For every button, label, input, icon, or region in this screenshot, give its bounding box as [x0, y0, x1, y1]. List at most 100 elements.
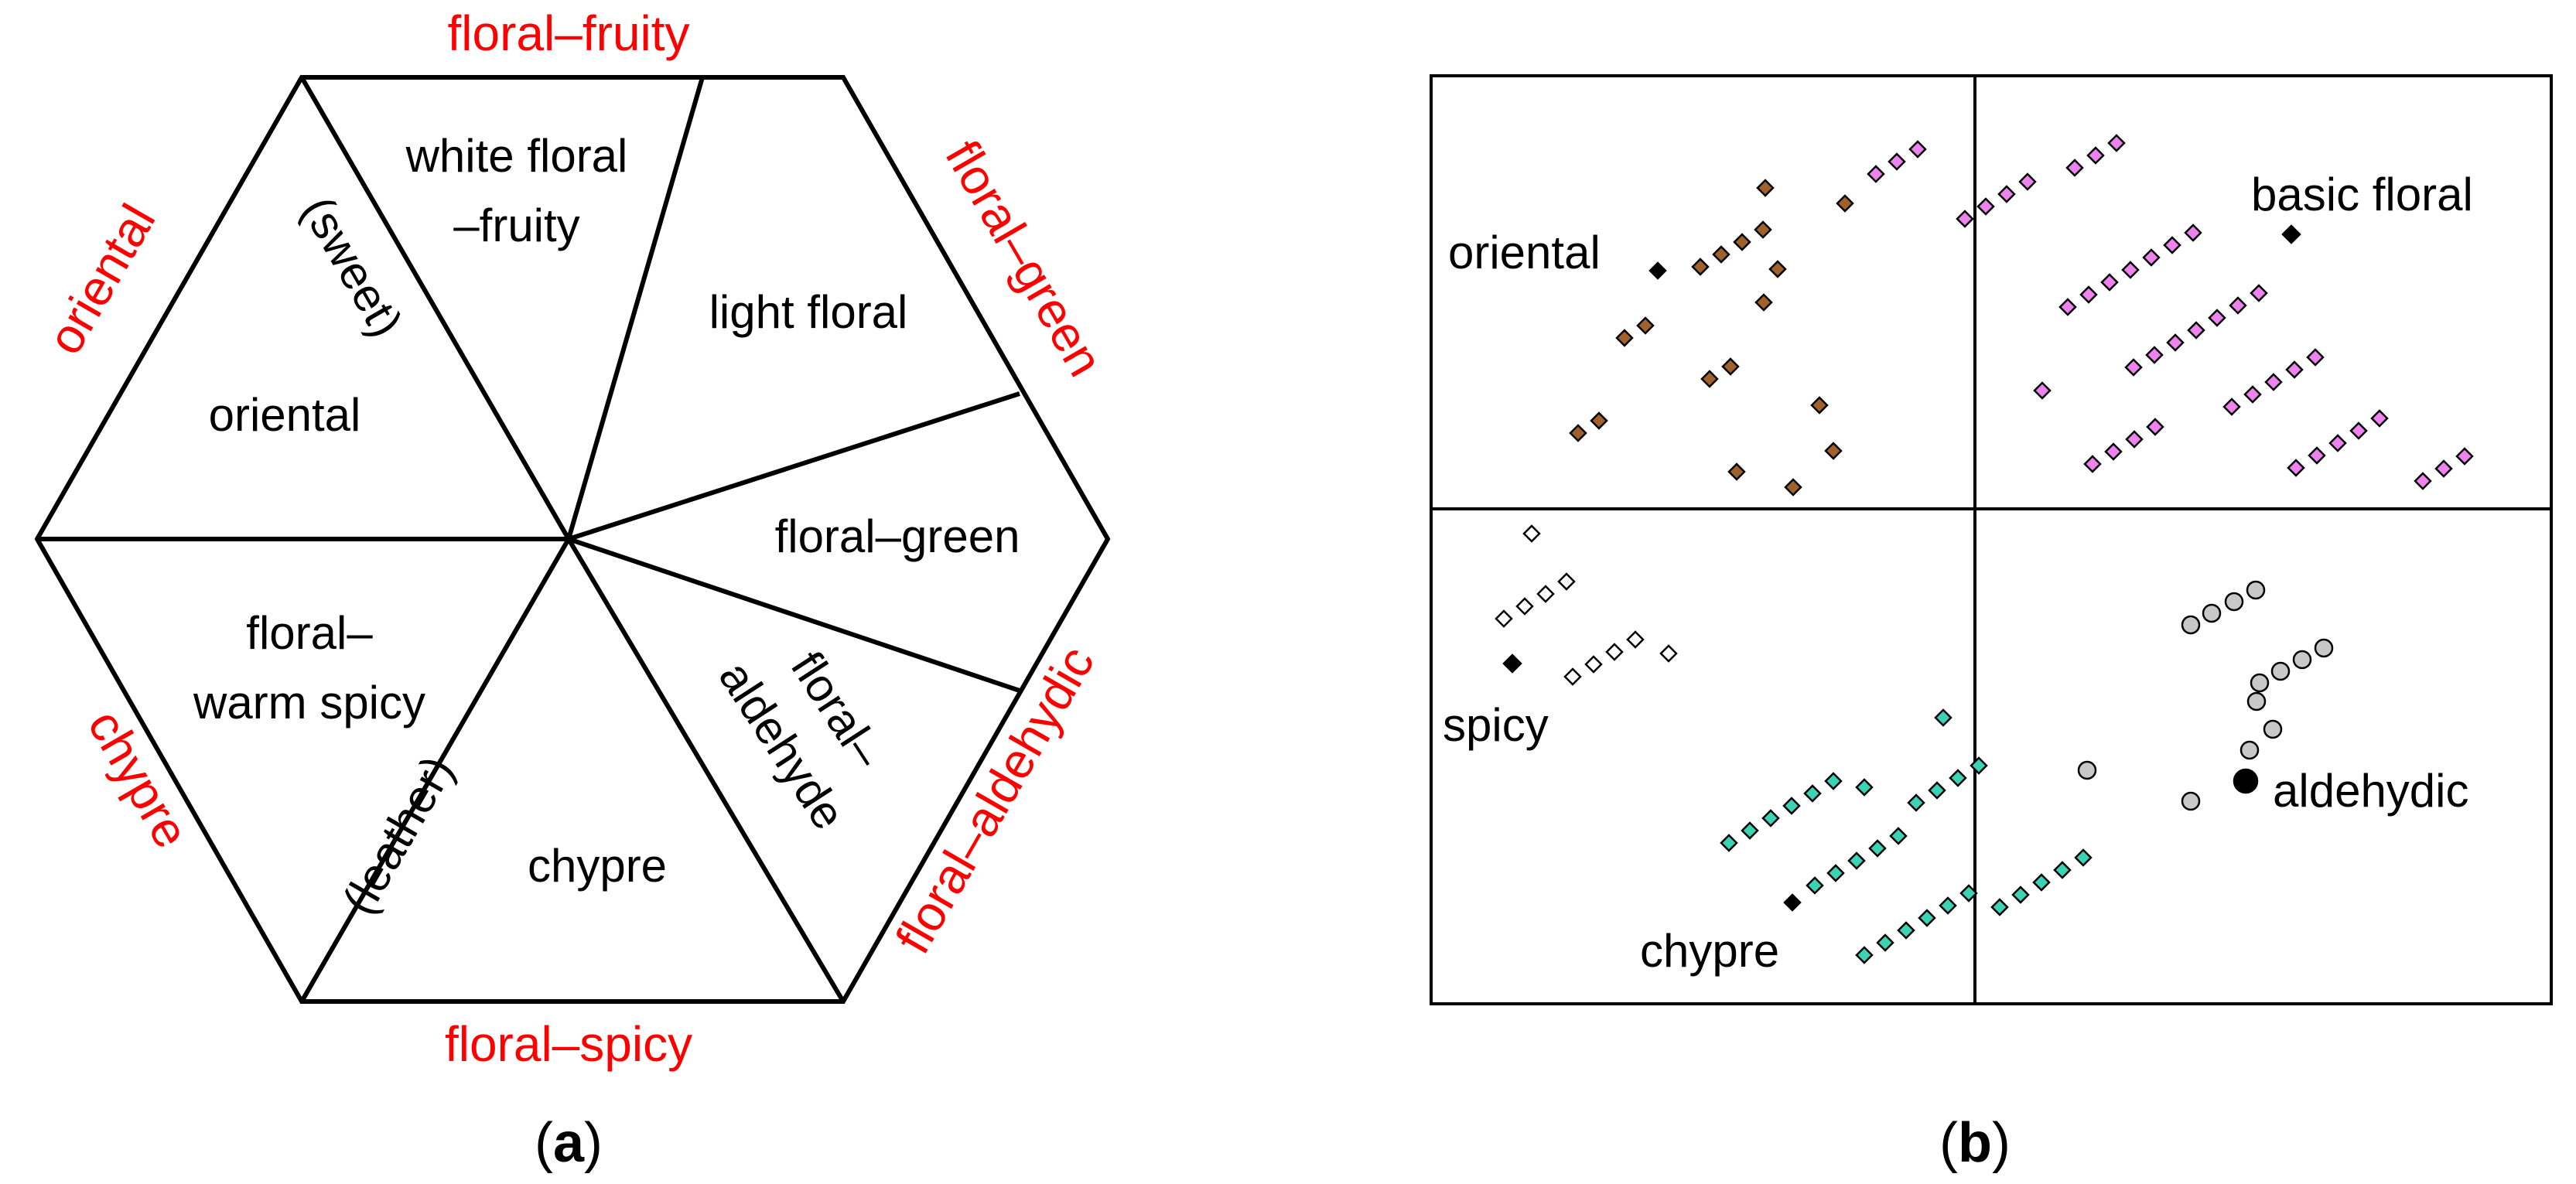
basic-floral-marker: [1908, 140, 1927, 159]
basic-floral-marker: [2285, 360, 2304, 379]
basic-floral-marker: [2142, 248, 2161, 267]
basic-floral-marker: [2434, 459, 2453, 478]
outer-label-oriental: oriental: [36, 195, 166, 363]
oriental-marker: [1590, 411, 1608, 430]
basic-floral-marker: [2086, 146, 2105, 165]
chypre-marker: [1897, 921, 1915, 940]
spicy-marker: [1522, 524, 1541, 543]
chypre-marker: [1934, 708, 1952, 727]
oriental-marker: [1636, 316, 1655, 335]
chypre-marker: [1876, 933, 1894, 952]
aldehydic-marker: [2250, 673, 2270, 693]
oriental-marker: [1824, 442, 1843, 460]
marker-layer: [1495, 134, 2474, 964]
basic-floral-marker: [1888, 152, 1906, 171]
chypre-marker: [1970, 756, 1988, 775]
spicy-marker: [1515, 597, 1534, 616]
aldehydic-marker: [2077, 760, 2097, 780]
oriental-marker: [1810, 396, 1829, 415]
chypre-marker: [1959, 884, 1978, 903]
basic-floral-marker: [2306, 348, 2325, 367]
basic-floral-marker: [2414, 472, 2432, 490]
chypre-marker: [1806, 876, 1824, 895]
spicy-marker: [1584, 655, 1603, 674]
aldehydic-marker: [2246, 691, 2267, 711]
chypre-marker: [1939, 896, 1957, 915]
aldehydic-marker: [2224, 592, 2244, 612]
oriental-marker: [1700, 370, 1719, 388]
basic-floral-marker: [2166, 333, 2185, 352]
basic-floral-marker: [1867, 165, 1885, 183]
chypre-marker: [1949, 769, 1967, 787]
scatter-map: oriental basic floral spicy chypre aldeh…: [1430, 74, 2553, 1174]
chypre-marker: [1855, 946, 1874, 964]
divider-line: [566, 77, 705, 540]
basic-floral-marker: [2208, 309, 2226, 327]
basic-floral-centroid: [2281, 224, 2301, 244]
spicy-centroid: [1502, 653, 1522, 674]
panel-a-caption: (a): [535, 1112, 603, 1174]
basic-floral-marker: [2065, 159, 2084, 177]
chypre-marker: [1761, 809, 1780, 827]
chypre-marker: [1782, 797, 1801, 815]
outer-label-floral-fruity: floral–fruity: [448, 5, 690, 61]
outer-label-floral-aldehydic: floral–aldehydic: [885, 636, 1105, 962]
chypre-marker: [1847, 851, 1866, 870]
spicy-marker: [1605, 643, 1624, 661]
map-frame: [1430, 74, 2553, 1005]
oriental-marker: [1727, 462, 1746, 481]
basic-floral-marker: [2328, 434, 2347, 452]
basic-floral-marker: [2146, 418, 2164, 436]
basic-floral-marker: [2018, 172, 2037, 191]
divider-line: [568, 537, 1020, 693]
basic-floral-marker: [2058, 298, 2077, 316]
category-label-spicy: spicy: [1443, 699, 1549, 751]
basic-floral-marker: [1956, 210, 1974, 228]
oriental-marker: [1569, 424, 1587, 442]
basic-floral-marker: [2121, 261, 2140, 279]
aldehydic-marker: [2314, 638, 2334, 658]
oriental-marker: [1836, 194, 1854, 213]
chypre-marker: [1928, 781, 1946, 800]
basic-floral-marker: [2083, 455, 2102, 473]
chypre-marker: [1720, 834, 1738, 852]
oriental-marker: [1754, 220, 1772, 239]
basic-floral-marker: [2187, 321, 2205, 340]
oriental-marker: [1784, 478, 1802, 496]
basic-floral-marker: [1997, 185, 2016, 203]
spicy-marker: [1626, 630, 1645, 649]
basic-floral-marker: [2349, 421, 2368, 440]
oriental-centroid: [1648, 261, 1667, 280]
basic-floral-marker: [2455, 447, 2474, 466]
fragrance-wheel: white floral –fruity light floral floral…: [34, 5, 1114, 1174]
chypre-marker: [1907, 793, 1925, 812]
oriental-marker: [1691, 258, 1710, 276]
chypre-marker: [2074, 848, 2093, 867]
spicy-marker: [1495, 609, 1513, 628]
sector-label-floral-warm-spicy: warm spicy: [193, 677, 425, 728]
basic-floral-marker: [2125, 430, 2144, 449]
chypre-marker: [2053, 861, 2072, 879]
divider-line: [299, 76, 571, 541]
basic-floral-marker: [2308, 446, 2326, 465]
oriental-marker: [1615, 329, 1634, 347]
chypre-marker: [1824, 772, 1843, 790]
sector-label-oriental: oriental: [209, 389, 361, 441]
sector-label-sweet: (sweet): [292, 188, 412, 346]
basic-floral-marker: [2163, 236, 2181, 254]
basic-floral-marker: [2243, 385, 2262, 404]
sector-label-leather: (leather): [333, 747, 464, 923]
spicy-marker: [1563, 667, 1582, 686]
sector-label-chypre: chypre: [528, 840, 667, 892]
chypre-marker: [2032, 873, 2051, 892]
aldehydic-marker: [2270, 661, 2291, 681]
category-label-chypre: chypre: [1640, 925, 1779, 977]
aldehydic-marker: [2239, 740, 2260, 760]
basic-floral-marker: [1976, 197, 1995, 216]
sector-label-white-floral: –fruity: [453, 200, 579, 251]
oriental-marker: [1756, 179, 1775, 197]
aldehydic-marker: [2292, 650, 2312, 670]
aldehydic-marker: [2181, 791, 2201, 811]
divider-line: [299, 537, 571, 1003]
outer-label-chypre: chypre: [77, 701, 200, 857]
